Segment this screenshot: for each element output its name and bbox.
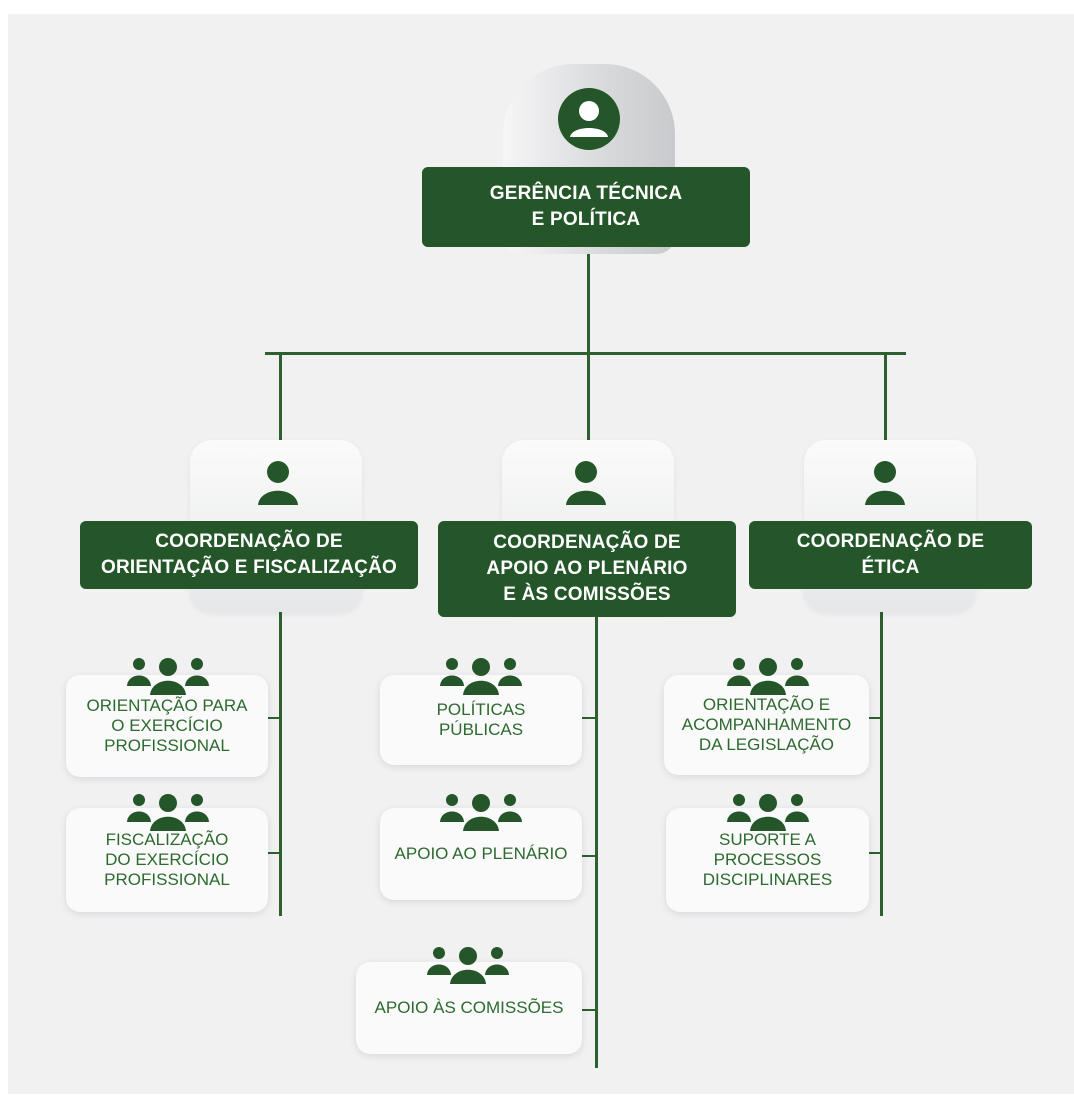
tick bbox=[267, 717, 282, 719]
middle-spine bbox=[595, 612, 598, 1068]
group-icon bbox=[427, 947, 509, 984]
tick bbox=[582, 855, 597, 857]
group-icon bbox=[727, 658, 809, 695]
coordination-label-3: COORDENAÇÃO DE ÉTICA bbox=[749, 521, 1032, 589]
group-icon bbox=[440, 794, 522, 831]
top-node-label: GERÊNCIA TÉCNICA E POLÍTICA bbox=[422, 167, 750, 247]
connector-left-drop bbox=[279, 352, 282, 442]
group-icon bbox=[440, 658, 522, 695]
group-icon bbox=[727, 794, 809, 831]
connector-middle-drop bbox=[587, 352, 590, 442]
group-icon bbox=[127, 658, 209, 695]
tick bbox=[582, 1009, 597, 1011]
tick bbox=[868, 852, 883, 854]
tick bbox=[267, 852, 282, 854]
connector-top-vertical bbox=[587, 248, 590, 354]
connector-horizontal bbox=[265, 352, 906, 355]
connector-right-drop bbox=[884, 352, 887, 442]
person-icon bbox=[865, 461, 905, 505]
tick bbox=[868, 717, 883, 719]
left-spine bbox=[279, 612, 282, 916]
coordination-label-1: COORDENAÇÃO DE ORIENTAÇÃO E FISCALIZAÇÃO bbox=[80, 521, 418, 589]
tick bbox=[582, 717, 597, 719]
person-circle-icon bbox=[558, 88, 620, 150]
right-spine bbox=[880, 612, 883, 916]
team-card: APOIO ÀS COMISSÕES bbox=[356, 962, 582, 1054]
person-icon bbox=[258, 461, 298, 505]
team-card: ORIENTAÇÃO PARA O EXERCÍCIO PROFISSIONAL bbox=[66, 675, 268, 777]
group-icon bbox=[127, 794, 209, 831]
person-icon bbox=[566, 461, 606, 505]
coordination-label-2: COORDENAÇÃO DE APOIO AO PLENÁRIO E ÀS CO… bbox=[438, 521, 736, 617]
